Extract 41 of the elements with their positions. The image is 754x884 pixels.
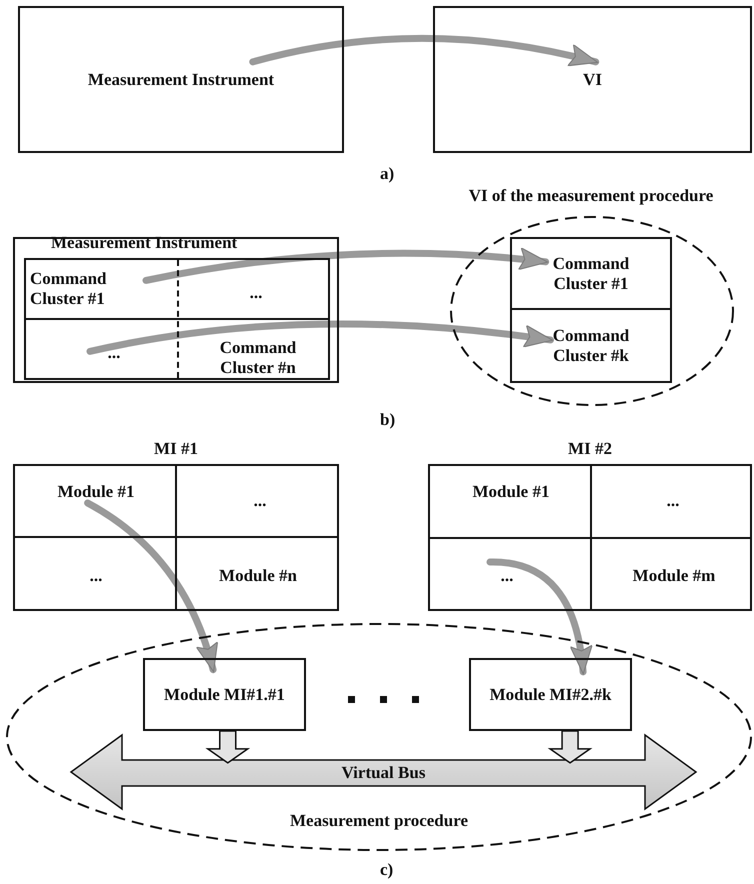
box-heading: Measurement Instrument bbox=[51, 233, 238, 253]
cell-text: Module #n bbox=[219, 566, 297, 586]
curved-arrow bbox=[86, 320, 554, 355]
box-label: VI bbox=[583, 70, 602, 90]
cell-text: ... bbox=[90, 566, 102, 586]
cell-text: Module #1 bbox=[58, 482, 134, 502]
grid-heading: MI #1 bbox=[153, 439, 199, 459]
cell-text: ... bbox=[254, 491, 266, 511]
cell-text: ... bbox=[108, 343, 120, 363]
cell-text: ... bbox=[666, 491, 680, 511]
panel-label: c) bbox=[380, 860, 394, 880]
cell-text: Module #m bbox=[632, 566, 716, 586]
grid-heading: MI #2 bbox=[567, 439, 613, 459]
block-arrow bbox=[548, 730, 592, 764]
instrument-box bbox=[13, 237, 339, 383]
cell-text: ... bbox=[500, 566, 514, 586]
block-arrow bbox=[205, 730, 250, 764]
curved-arrow bbox=[84, 500, 218, 674]
curved-arrow bbox=[249, 34, 600, 67]
cell-text: Command Cluster #n bbox=[218, 338, 298, 378]
rectangle-box bbox=[469, 658, 632, 731]
cell-text: Command Cluster #1 bbox=[30, 269, 108, 309]
rectangle-box bbox=[143, 658, 306, 731]
ellipse-heading: VI of the measurement procedure bbox=[468, 186, 714, 206]
panel-label: a) bbox=[380, 164, 394, 184]
bus-label: Virtual Bus bbox=[340, 763, 426, 783]
rectangle-box bbox=[24, 258, 330, 380]
box-label: Module MI#2.#k bbox=[490, 684, 612, 704]
panel-label: b) bbox=[380, 410, 396, 430]
rectangle-box bbox=[18, 6, 344, 153]
box-label: Module MI#1.#1 bbox=[164, 684, 285, 704]
box-label: Measurement Instrument bbox=[88, 70, 274, 90]
box-label: Command Cluster #1 bbox=[552, 254, 630, 294]
rectangle-box bbox=[433, 6, 752, 153]
ellipse-label: Measurement procedure bbox=[289, 811, 469, 831]
cell-text: Module #1 bbox=[472, 482, 550, 502]
cell-text: ... bbox=[250, 283, 262, 303]
curved-arrow bbox=[142, 248, 550, 284]
box-label: Command Cluster #k bbox=[552, 326, 630, 366]
rectangle-box bbox=[510, 237, 672, 310]
curved-arrow bbox=[486, 558, 592, 676]
